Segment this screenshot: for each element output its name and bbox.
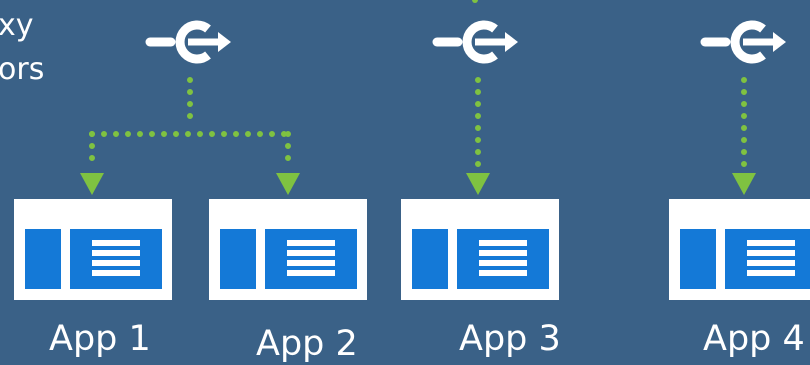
connector-plug-icon [705, 25, 786, 59]
app-window-icon [209, 199, 367, 300]
side-label-line1: xy [0, 8, 34, 43]
connector-plug-icon [150, 25, 231, 59]
app-window-icon [14, 199, 172, 300]
side-label-line2: ors [0, 52, 45, 87]
connection-arrowheads [80, 173, 756, 195]
app-label-3: App 3 [459, 319, 561, 359]
app-window-icon [401, 199, 559, 300]
app-label-4: App 4 [703, 319, 805, 359]
connection-lines [89, 0, 747, 173]
app-label-2: App 2 [256, 324, 358, 364]
app-label-1: App 1 [49, 319, 151, 359]
app-window-icon [669, 199, 810, 300]
connector-plug-icon [437, 25, 518, 59]
